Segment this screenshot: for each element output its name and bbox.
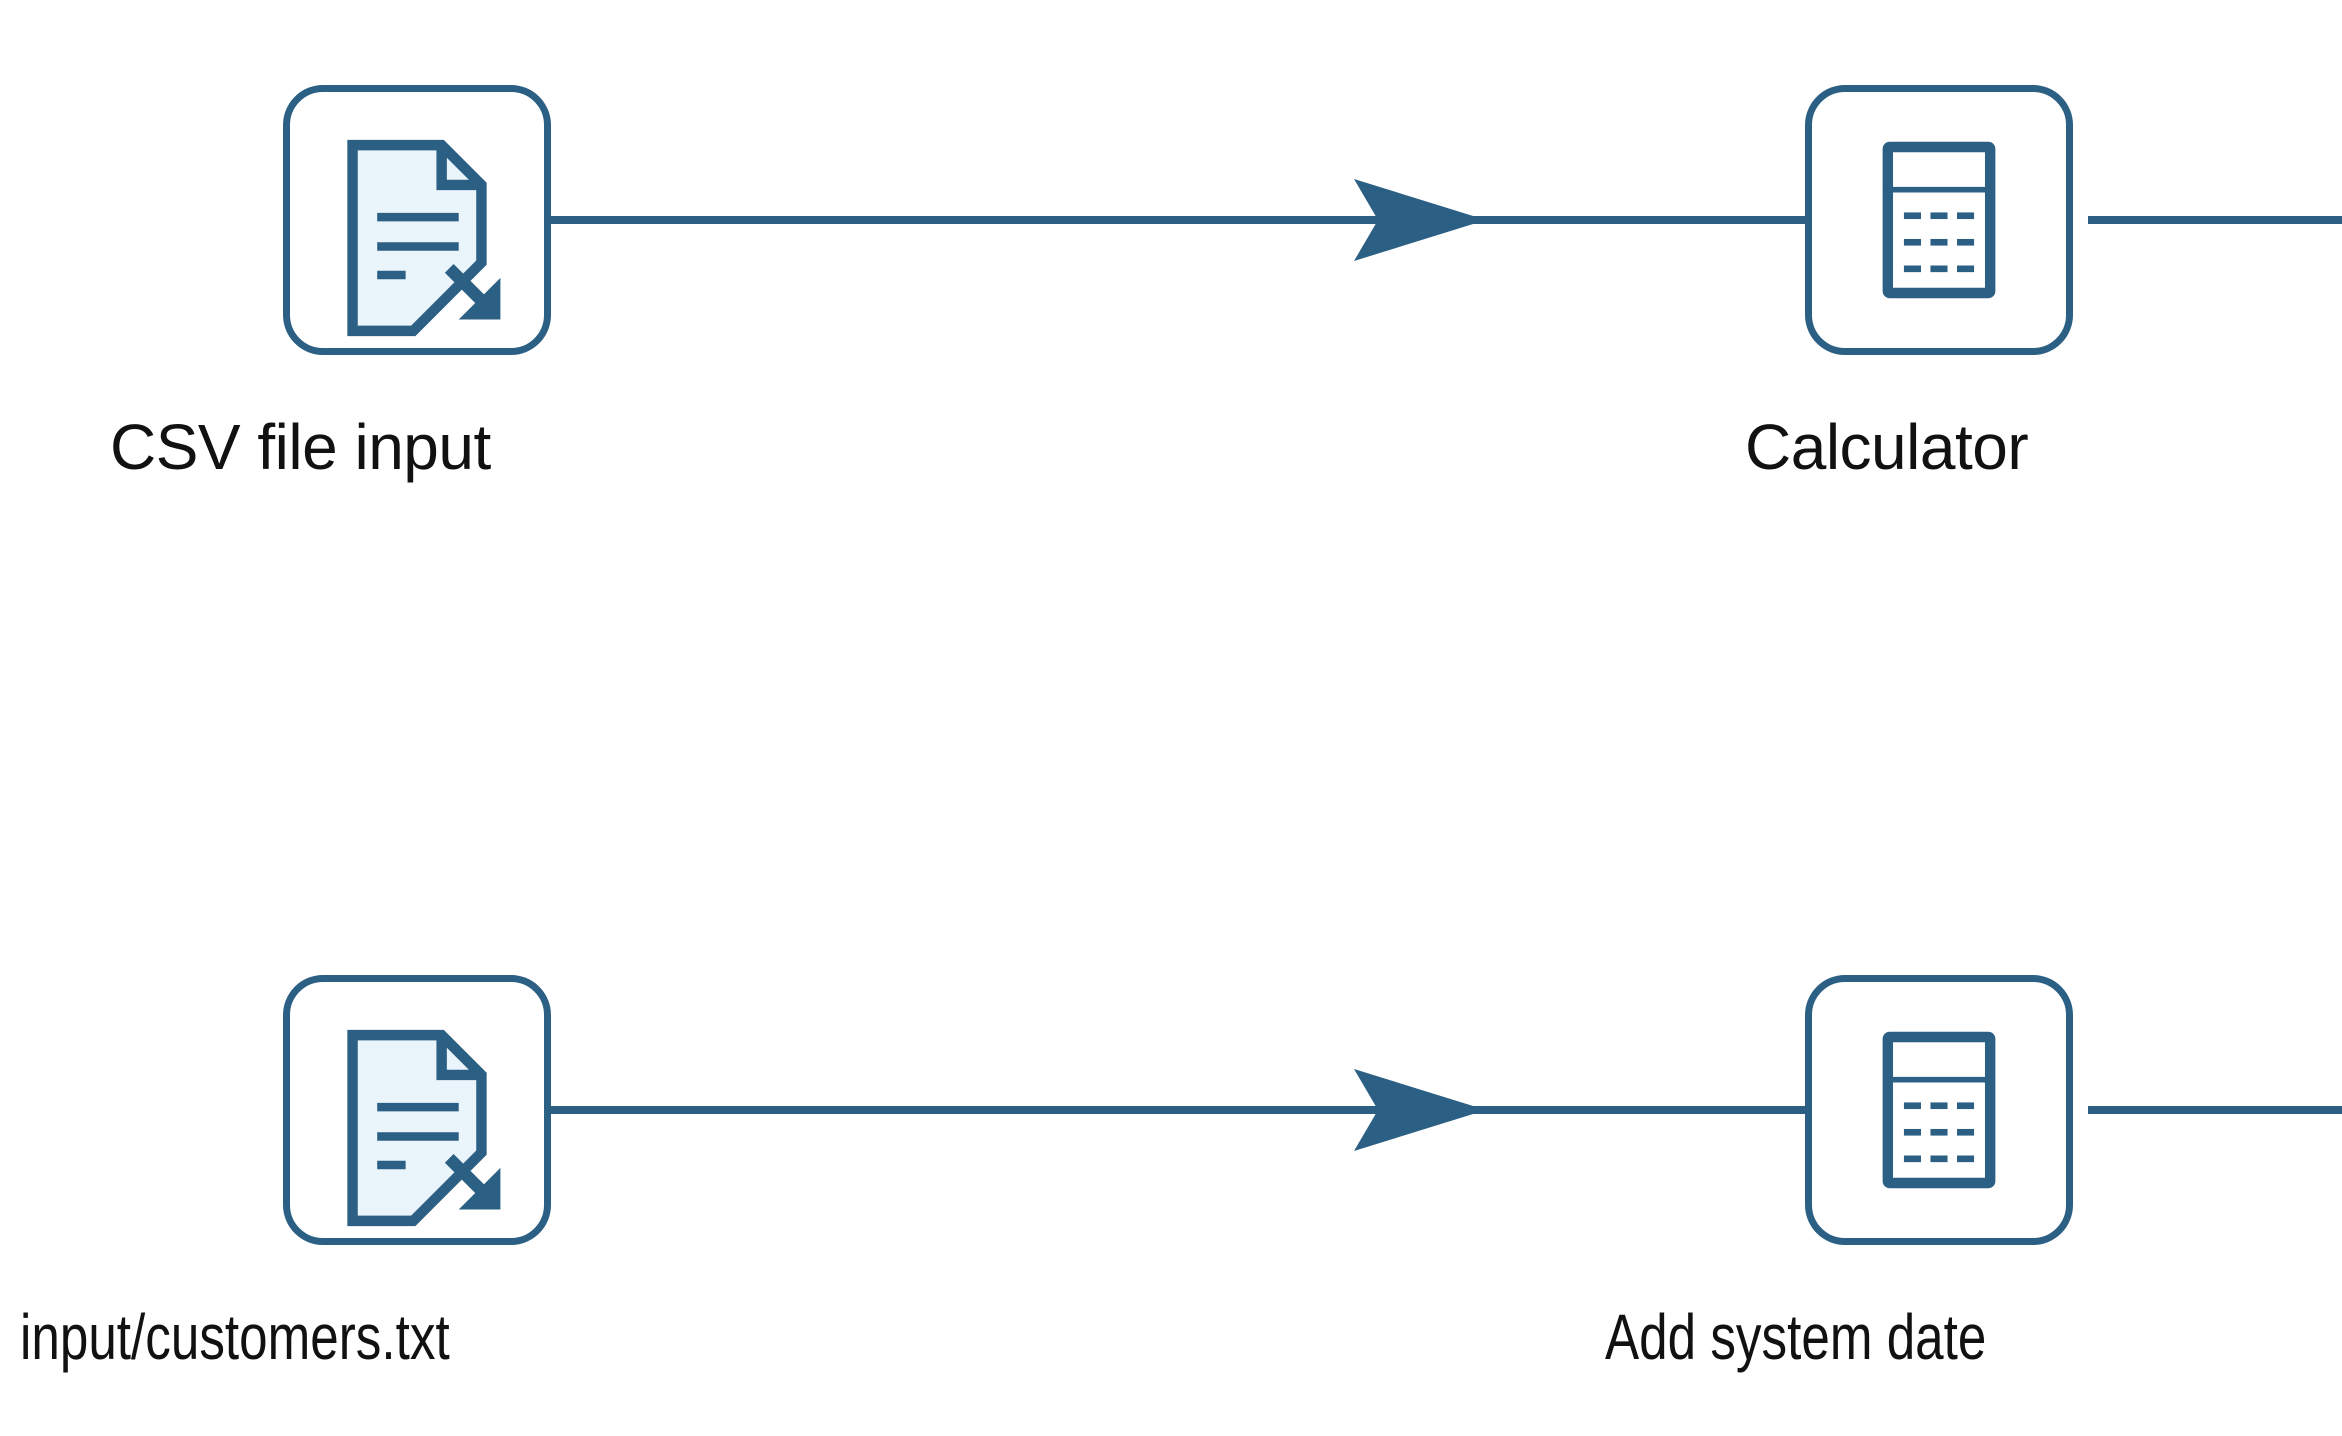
node-add-system-date[interactable] (1805, 975, 2073, 1245)
arrowhead-icon (1354, 1069, 1486, 1151)
calculator-icon (1882, 141, 1996, 299)
document-with-down-right-arrow-icon (347, 139, 501, 337)
document-with-down-right-arrow-icon (347, 1029, 501, 1227)
node-label-calculator: Calculator (1745, 411, 2029, 483)
node-label-add-system-date: Add system date (1605, 1301, 1987, 1373)
node-label-csv-file-input: CSV file input (110, 411, 491, 483)
node-label-input-customers-txt: input/customers.txt (20, 1301, 450, 1373)
node-calculator[interactable] (1805, 85, 2073, 355)
connector-line-processor-outgoing (2088, 1106, 2342, 1114)
connector-line-source-to-processor (550, 1106, 1808, 1114)
node-csv-file-input[interactable] (283, 85, 551, 355)
arrowhead-icon (1354, 179, 1486, 261)
connector-line-source-to-processor (550, 216, 1808, 224)
connector-line-processor-outgoing (2088, 216, 2342, 224)
calculator-icon (1882, 1031, 1996, 1189)
node-input-customers-txt[interactable] (283, 975, 551, 1245)
